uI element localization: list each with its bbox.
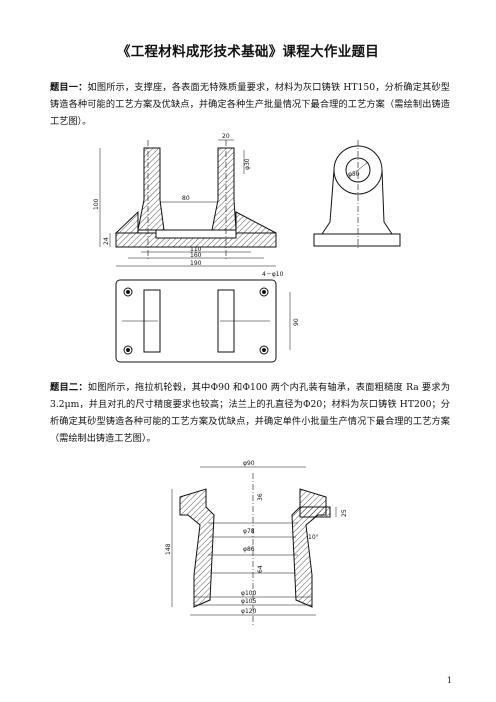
question-2-text: 如图所示，拖拉机轮毂，其中Φ90 和Φ100 两个内孔装有轴承，表面粗糙度 Ra… (50, 382, 451, 444)
support-seat-drawing: 20 φ30 80 100 24 110 160 190 4－φ10 φ50 9… (93, 133, 401, 363)
dim-20: 20 (222, 133, 230, 140)
dim-angle: 10° (308, 534, 319, 541)
dim-phi100: φ100 (241, 590, 257, 597)
dim-160: 160 (190, 252, 202, 259)
dim-148: 148 (165, 543, 172, 555)
side-view (313, 140, 401, 250)
dim-110: 110 (190, 246, 202, 253)
front-section-view (99, 139, 277, 267)
dim-phi120: φ120 (241, 608, 257, 615)
question-2-label: 题目二： (50, 382, 88, 393)
top-view (115, 279, 291, 363)
dim-holes: 4－φ10 (262, 271, 284, 278)
dim-phi78: φ78 (243, 528, 255, 535)
question-1-text: 如图所示，支撑座，各表面无特殊质量要求，材料为灰口铸铁 HT150，分析确定其砂… (50, 82, 450, 127)
dim-24: 24 (103, 237, 110, 245)
dim-90: 90 (293, 318, 300, 326)
page-number: 1 (446, 676, 452, 685)
hub-section-view (171, 466, 337, 625)
question-1-label: 题目一： (50, 82, 88, 93)
dim-36: 36 (257, 493, 264, 501)
dim-phi86: φ86 (243, 546, 255, 553)
dim-100: 100 (93, 198, 100, 210)
question-2-paragraph: 题目二：如图所示，拖拉机轮毂，其中Φ90 和Φ100 两个内孔装有轴承，表面粗糙… (50, 379, 450, 447)
dim-phi50: φ50 (348, 171, 360, 178)
dim-phi90: φ90 (243, 460, 255, 467)
dim-80: 80 (182, 195, 190, 202)
dim-64: 64 (257, 565, 264, 573)
dim-phi30: φ30 (244, 158, 251, 170)
dim-phi105: φ105 (241, 598, 257, 605)
tractor-hub-drawing: φ90 36 φ78 φ86 64 148 φ100 φ105 φ120 25 … (165, 460, 348, 625)
dim-25: 25 (341, 509, 348, 517)
dim-190: 190 (190, 260, 202, 267)
document-title: 《工程材料成形技术基础》课程大作业题目 (116, 44, 380, 60)
question-1-paragraph: 题目一：如图所示，支撑座，各表面无特殊质量要求，材料为灰口铸铁 HT150，分析… (50, 79, 450, 130)
